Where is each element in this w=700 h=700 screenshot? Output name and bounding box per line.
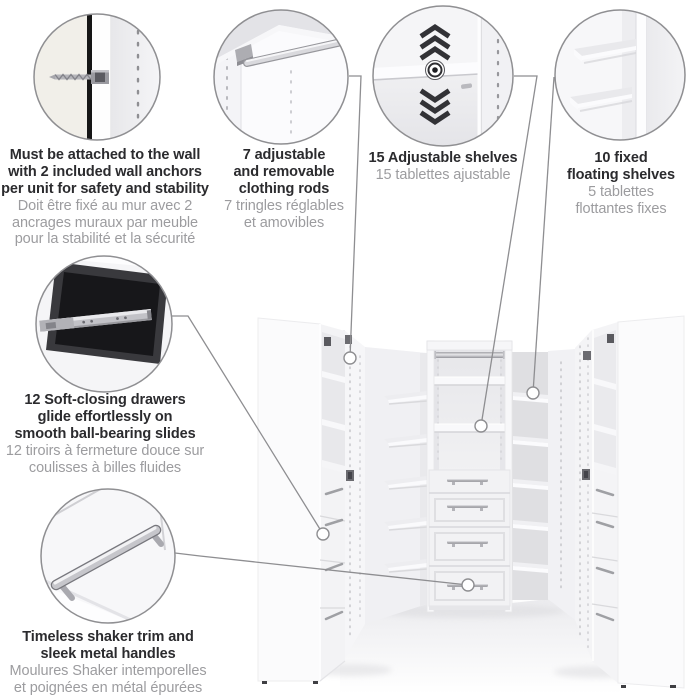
callout-markers: [316, 351, 540, 592]
adjustable-shelf: [433, 423, 506, 433]
caption-line: sleek metal handles: [40, 646, 176, 662]
wall-anchor-caption: Must be attached to the wall with 2 incl…: [0, 147, 218, 248]
clothing-rod-icon: [214, 10, 348, 144]
metal-handle: [595, 488, 615, 622]
caption-line-fr: et amovibles: [243, 214, 325, 231]
caption-line-fr: 12 tiroirs à fermeture douce sur: [5, 443, 205, 459]
leader-line-adjustable-shelves: [480, 75, 538, 427]
caption-line: 15 Adjustable shelves: [368, 150, 518, 166]
caption-line: 10 fixed: [594, 150, 648, 166]
caption-line-fr: Doit être fixé au mur avec 2: [17, 198, 193, 214]
adjustable-shelves-caption: 15 Adjustable shelves 15 tablettes ajust…: [330, 150, 556, 184]
wall-anchor-bracket: [324, 337, 331, 346]
right-drawers: [591, 488, 619, 622]
metal-handle-detail-circle: [40, 488, 176, 624]
left-tower: [257, 317, 346, 682]
wall-anchor-icon: [34, 14, 160, 140]
caption-line-fr: 5 tablettes: [588, 184, 654, 200]
metal-handle: [447, 479, 488, 485]
leader-lines: [172, 75, 555, 586]
right-corner-panel: [575, 330, 592, 660]
caption-line-fr: et poignées en métal épurées: [13, 679, 203, 696]
caption-line: Timeless shaker trim and: [22, 629, 194, 645]
leader-line-clothing-rods: [349, 75, 362, 359]
caption-line: smooth ball-bearing slides: [14, 426, 196, 442]
shaker-trim: [434, 571, 505, 601]
drawer-slide-detail-circle: [35, 255, 173, 393]
leader-line-floating-shelves: [532, 76, 555, 394]
caption-line-fr: pour la stabilité et la sécurité: [14, 231, 196, 247]
right-floating-shelves: [512, 349, 575, 620]
marker-adjustable-shelves: [474, 419, 488, 433]
floating-shelves-detail-circle: [554, 9, 686, 141]
caption-line: 12 Soft-closing drawers: [24, 392, 186, 408]
marker-handles: [461, 578, 475, 592]
leader-line-drawers: [172, 315, 324, 535]
wall-anchor-bracket: [345, 335, 352, 344]
wall-anchor-bracket: [607, 334, 614, 343]
caption-line-fr: 7 tringles réglables: [224, 198, 344, 214]
marker-clothing-rods: [343, 351, 357, 365]
shelf-pin-icon: [425, 60, 445, 80]
drawer-slide-icon: [36, 256, 172, 392]
clothing-rods-caption: 7 adjustable and removable clothing rods…: [171, 147, 397, 231]
marker-drawers: [316, 527, 330, 541]
feet: [262, 681, 676, 688]
center-drawers: [428, 469, 511, 610]
marker-floating-shelves: [526, 386, 540, 400]
floating-shelves-icon: [555, 10, 685, 140]
metal-handle: [447, 541, 488, 547]
metal-handle: [447, 505, 488, 511]
caption-line: clothing rods: [238, 181, 330, 197]
wall-anchor-detail-circle: [33, 13, 161, 141]
metal-handle: [324, 487, 344, 621]
left-corner-panel: [343, 330, 365, 660]
left-floating-shelves: [365, 347, 428, 624]
clothing-rod: [434, 352, 505, 358]
metal-handle-icon: [41, 489, 175, 623]
adjustable-shelf: [433, 376, 506, 386]
adjustable-shelf-detail-circle: [372, 5, 514, 147]
clothing-rod-detail-circle: [213, 9, 349, 145]
adjustable-shelf-icon: [373, 6, 513, 146]
caption-line: glide effortlessly on: [37, 409, 173, 425]
caption-line-fr: 15 tablettes ajustable: [375, 167, 511, 183]
caption-line-fr: ancrages muraux par meuble: [12, 214, 198, 231]
center-tower: [426, 340, 513, 613]
wall-anchor-bracket: [583, 351, 591, 360]
caption-line: floating shelves: [567, 167, 675, 183]
shaker-trim: [434, 498, 505, 522]
right-tower: [591, 315, 685, 689]
caption-line: with 2 included wall anchors: [8, 164, 202, 180]
leader-line-handles: [174, 552, 469, 586]
caption-line: Must be attached to the wall: [9, 147, 201, 163]
drawers-caption: 12 Soft-closing drawers glide effortless…: [0, 392, 220, 476]
floating-shelves-caption: 10 fixed floating shelves 5 tablettes fl…: [508, 150, 700, 217]
handles-caption: Timeless shaker trim and sleek metal han…: [0, 629, 223, 696]
floor-shadow: [308, 599, 638, 694]
caption-line: and removable: [233, 164, 335, 180]
caption-line-fr: Moulures Shaker intemporelles: [9, 663, 207, 679]
caption-line-fr: flottantes fixes: [575, 200, 667, 217]
caption-line: per unit for safety and stability: [1, 181, 209, 197]
caption-line-fr: coulisses à billes fluides: [28, 459, 182, 476]
caption-line: 7 adjustable: [242, 147, 326, 163]
left-drawers: [319, 487, 346, 682]
shaker-trim: [434, 532, 505, 561]
